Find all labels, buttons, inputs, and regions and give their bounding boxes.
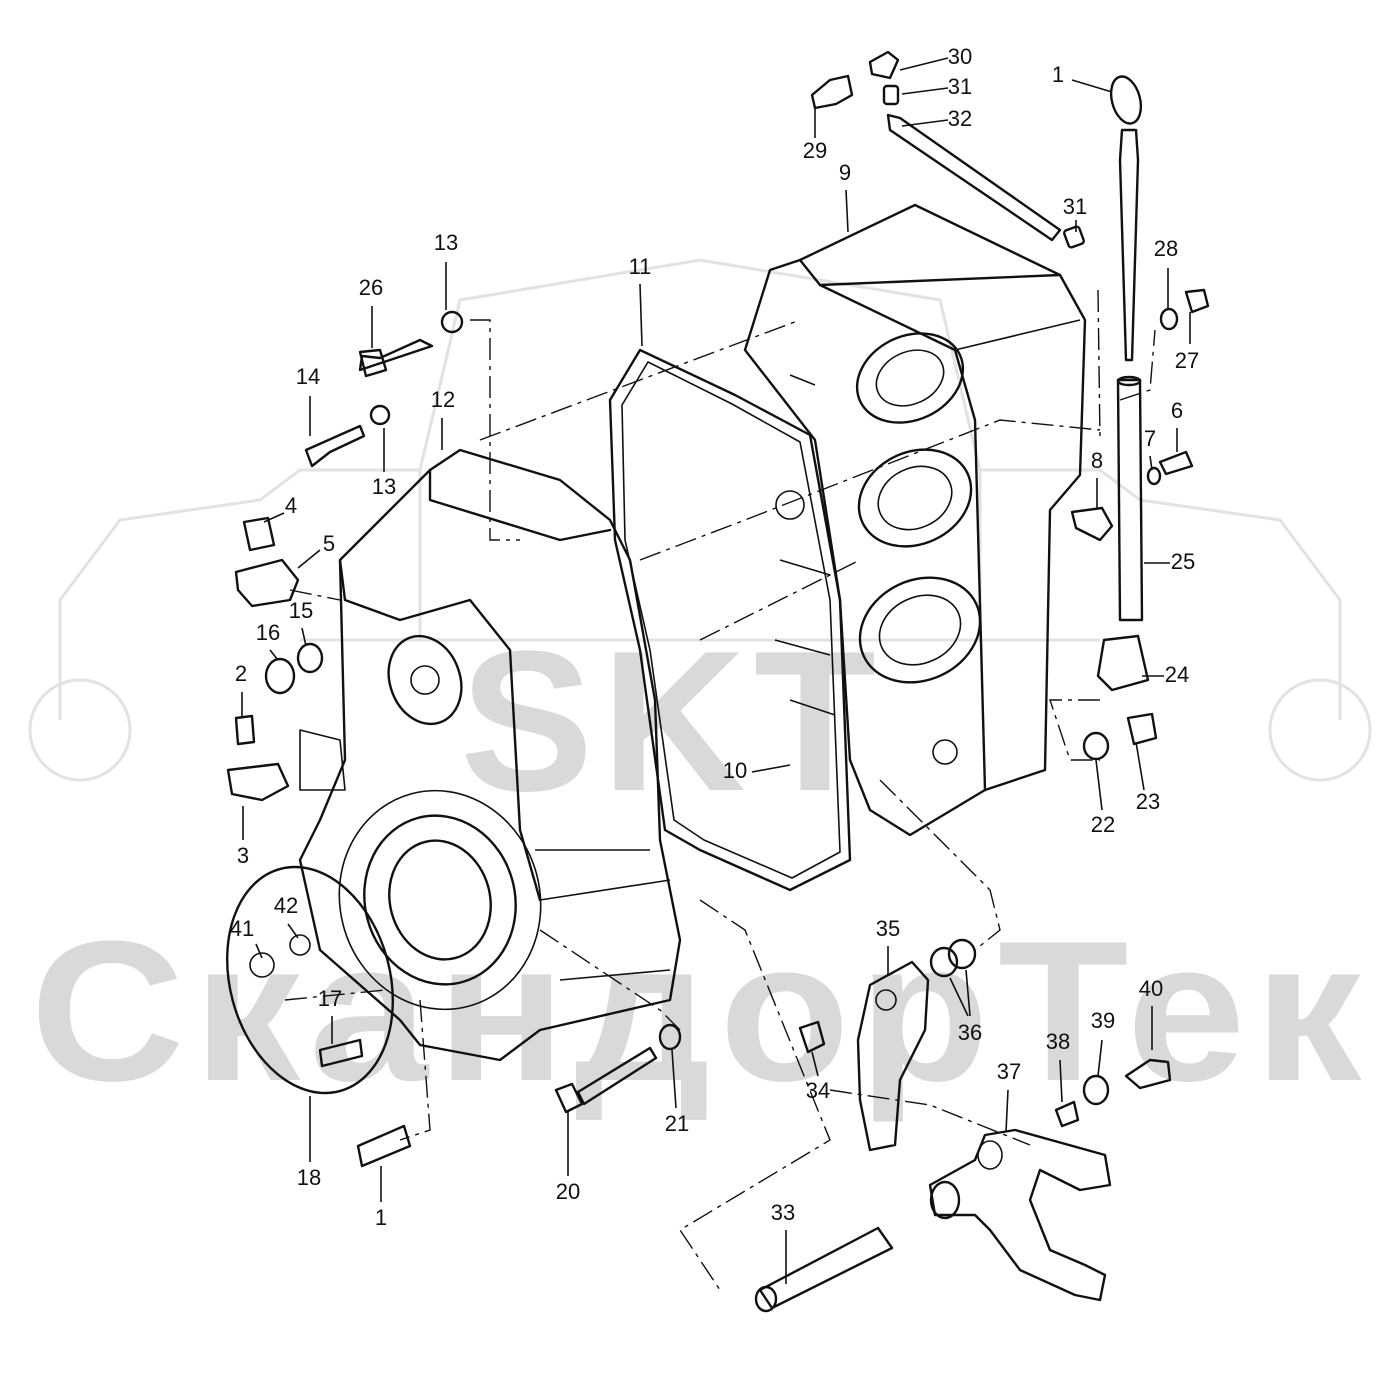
callout-c34: 34 [806, 1078, 830, 1103]
callout-c1a: 1 [1052, 62, 1064, 87]
callout-c6: 6 [1171, 398, 1183, 423]
callout-c39: 39 [1091, 1008, 1115, 1033]
callout-c25: 25 [1171, 549, 1195, 574]
shift-lever-35 [798, 938, 977, 1152]
callout-c27: 27 [1175, 348, 1199, 373]
callout-c29: 29 [803, 138, 827, 163]
callout-c23: 23 [1136, 789, 1160, 814]
front-housing-12 [298, 448, 682, 1062]
callout-c3: 3 [237, 843, 249, 868]
callout-c33: 33 [771, 1200, 795, 1225]
callout-c36: 36 [958, 1020, 982, 1045]
dipstick-and-tube [1109, 75, 1144, 622]
callout-c18: 18 [297, 1165, 321, 1190]
callout-c11: 11 [629, 254, 652, 279]
callout-c20: 20 [556, 1179, 580, 1204]
callout-c16: 16 [256, 620, 280, 645]
callout-c10: 10 [723, 758, 747, 783]
callout-labels: 3031322919311113262827141213678452515162… [230, 44, 1199, 1230]
callout-c4: 4 [285, 493, 297, 518]
callout-c41: 41 [230, 916, 254, 941]
rear-housing-9 [743, 203, 1087, 837]
callout-c22: 22 [1091, 812, 1115, 837]
callout-c1b: 1 [375, 1205, 387, 1230]
gasket-11 [608, 348, 852, 892]
callout-c21: 21 [665, 1111, 689, 1136]
callout-c13b: 13 [372, 474, 396, 499]
shift-fork-37 [754, 1058, 1172, 1313]
callout-c32: 32 [948, 106, 972, 131]
callout-c26: 26 [359, 275, 383, 300]
callout-c28: 28 [1154, 236, 1178, 261]
breather-assembly [810, 50, 1085, 249]
callout-c37: 37 [997, 1059, 1021, 1084]
watermark-text: СкандорТек [30, 900, 1370, 1123]
callout-c35: 35 [876, 916, 900, 941]
callout-c9: 9 [839, 160, 851, 185]
callout-c13a: 13 [434, 230, 458, 255]
left-fittings [226, 310, 464, 1168]
callout-c17: 17 [318, 986, 342, 1011]
callout-c2: 2 [235, 661, 247, 686]
callout-c8: 8 [1091, 448, 1103, 473]
callout-c7: 7 [1144, 426, 1156, 451]
callout-c30: 30 [948, 44, 972, 69]
callout-c31b: 31 [1063, 194, 1087, 219]
callout-c24: 24 [1165, 662, 1189, 687]
cover-plate-18 [225, 865, 395, 1095]
callout-c15: 15 [289, 598, 313, 623]
callout-c14: 14 [296, 364, 320, 389]
watermark: SKT СкандорТек [28, 258, 1372, 1123]
callout-c40: 40 [1139, 976, 1163, 1001]
watermark-brand: SKT [460, 610, 884, 833]
bolt-20-washer-21 [554, 1023, 682, 1114]
callout-c12: 12 [431, 387, 455, 412]
right-fittings [1070, 288, 1210, 761]
callout-c38: 38 [1046, 1029, 1070, 1054]
callout-c42: 42 [274, 893, 298, 918]
assembly-centre-lines [284, 289, 1156, 1291]
leader-lines [241, 57, 1191, 1284]
callout-c31a: 31 [948, 74, 972, 99]
callout-c5: 5 [323, 531, 335, 556]
